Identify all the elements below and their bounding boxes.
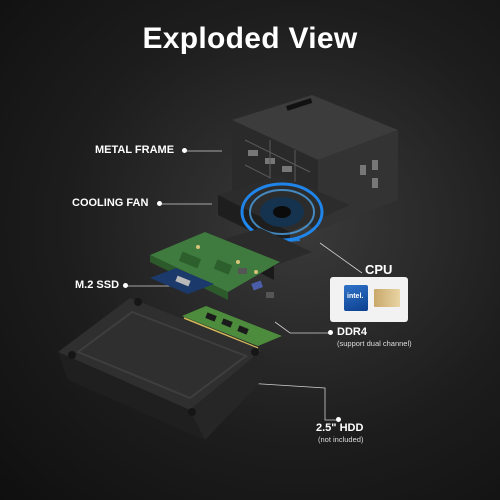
ssd-pointer — [123, 283, 128, 288]
hdd-pointer — [336, 417, 341, 422]
bottom-case-part — [58, 298, 270, 440]
ram-module-part — [182, 306, 282, 349]
metal-frame-pointer — [182, 148, 187, 153]
m2-ssd-label: M.2 SSD — [75, 279, 120, 291]
ddr4-label: DDR4 — [337, 326, 367, 338]
cpu-chip-image: intel. — [330, 277, 408, 322]
ddr4-note: (support dual channel) — [337, 339, 412, 348]
cpu-label: CPU — [365, 262, 393, 277]
cooling-fan-pointer — [157, 201, 162, 206]
metal-frame-label: METAL FRAME — [95, 144, 175, 156]
intel-logo-icon: intel. — [344, 285, 368, 311]
ddr4-pointer — [328, 330, 333, 335]
cpu-contacts — [374, 289, 400, 307]
cooling-fan-label: COOLING FAN — [72, 197, 149, 209]
motherboard-part — [150, 232, 280, 300]
hdd-note: (not included) — [318, 435, 364, 444]
page-title: Exploded View — [142, 22, 358, 55]
cooling-fan-part — [218, 175, 350, 250]
hdd-label: 2.5" HDD — [316, 422, 364, 434]
